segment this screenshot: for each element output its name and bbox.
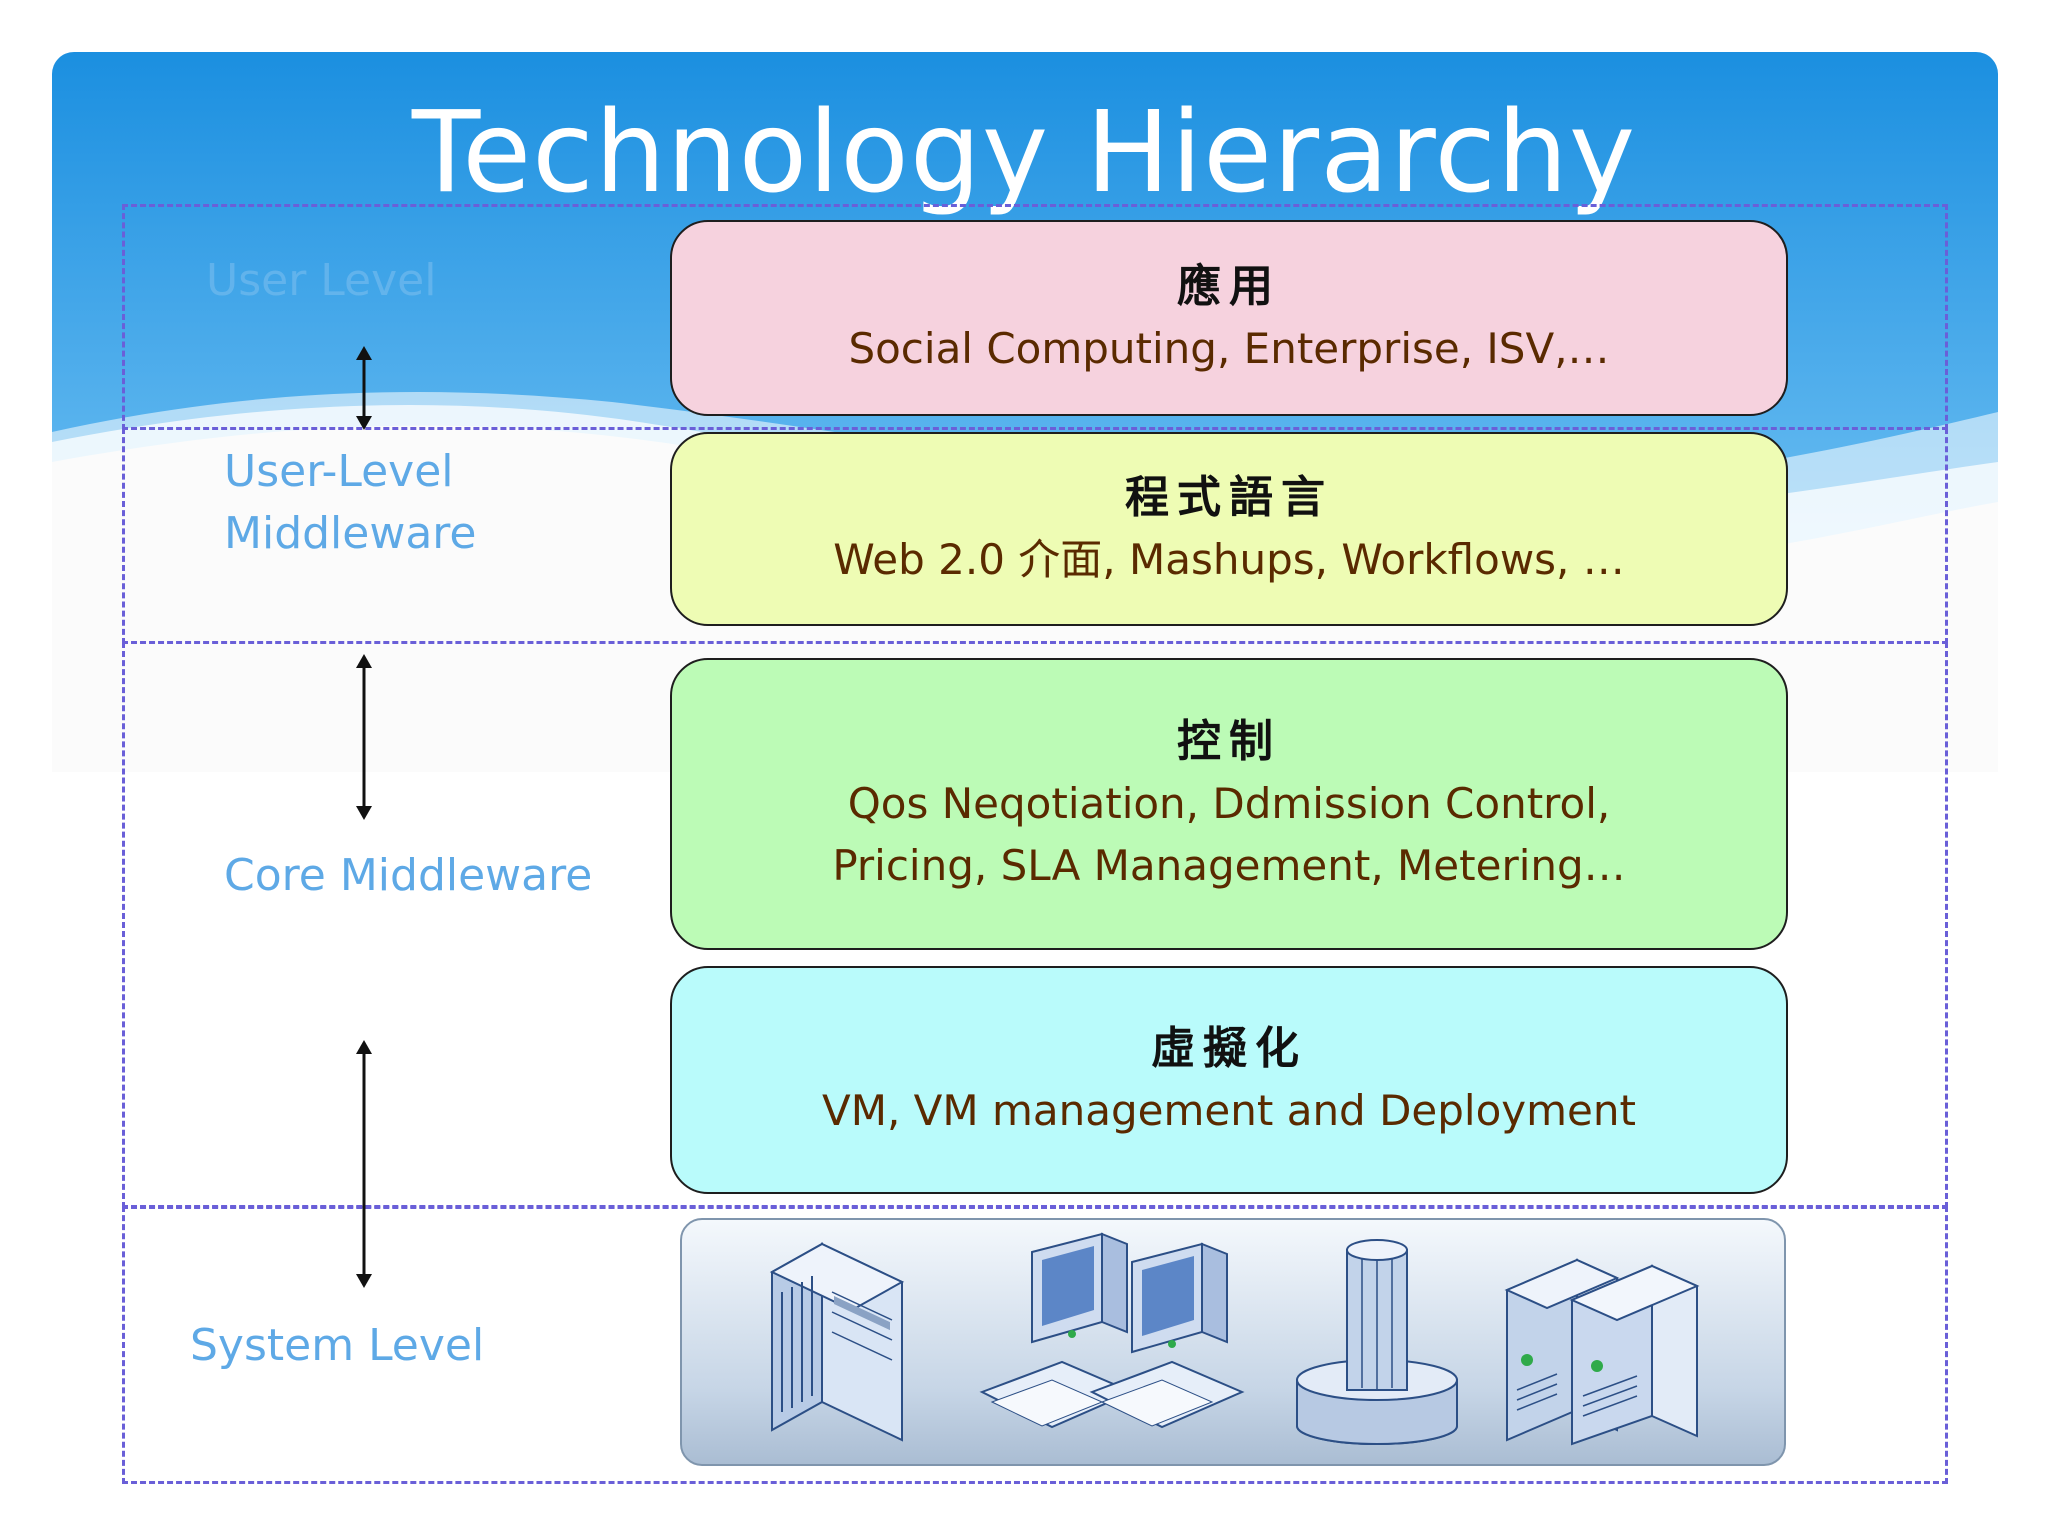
system-level-band (122, 1206, 1948, 1484)
user-middleware-label-line1: User-Level (224, 446, 454, 497)
user-level-label: User Level (206, 255, 437, 306)
application-layer-items: Social Computing, Enterprise, ISV,… (848, 324, 1610, 373)
control-layer-title: 控制 (1177, 716, 1281, 767)
system-level-arrow (356, 1040, 372, 1288)
control-layer-items-line2: Pricing, SLA Management, Metering… (832, 841, 1626, 890)
control-layer-items-line1: Qos Neqotiation, Ddmission Control, (847, 779, 1611, 828)
desktop-computers-icon (979, 1232, 1245, 1429)
slide-title: Technology Hierarchy (411, 88, 1637, 218)
server-tower-icon (769, 1242, 905, 1442)
rack-servers-icon (1504, 1258, 1700, 1446)
programming-language-layer-items: Web 2.0 介面, Mashups, Workflows, … (833, 535, 1625, 584)
application-layer-box: 應用 Social Computing, Enterprise, ISV,… (670, 220, 1788, 416)
virtualization-layer-box: 虛擬化 VM, VM management and Deployment (670, 966, 1788, 1194)
control-layer-box: 控制 Qos Neqotiation, Ddmission Control, P… (670, 658, 1788, 950)
application-layer-title: 應用 (1177, 261, 1281, 312)
user-level-band (122, 204, 1948, 430)
core-middleware-arrow (356, 654, 372, 820)
virtualization-layer-title: 虛擬化 (1151, 1023, 1307, 1074)
core-middleware-label: Core Middleware (224, 850, 593, 901)
system-level-label: System Level (190, 1320, 485, 1371)
system-hardware-panel (680, 1218, 1786, 1466)
user-level-arrow (356, 346, 372, 430)
programming-language-layer-box: 程式語言 Web 2.0 介面, Mashups, Workflows, … (670, 432, 1788, 626)
user-middleware-band (122, 428, 1948, 644)
user-middleware-label-line2: Middleware (224, 508, 477, 559)
virtualization-layer-items: VM, VM management and Deployment (822, 1086, 1636, 1135)
mainframe-icon (1296, 1239, 1458, 1445)
programming-language-layer-title: 程式語言 (1125, 472, 1333, 523)
